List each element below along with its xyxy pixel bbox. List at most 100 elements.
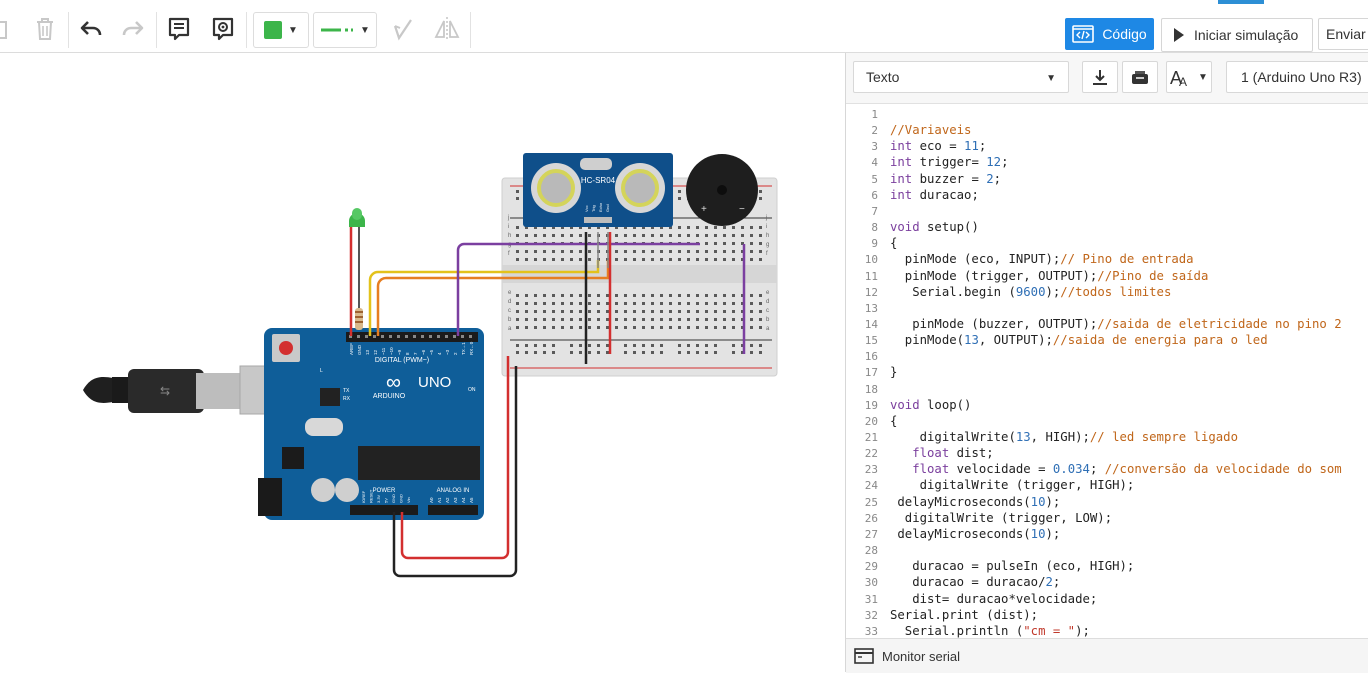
line-number: 10: [864, 253, 878, 267]
chevron-down-icon: ▼: [360, 24, 370, 36]
line-number: 16: [864, 350, 878, 364]
font-size-icon: AA: [1170, 68, 1187, 88]
buzzer[interactable]: + −: [686, 154, 758, 226]
flip-button[interactable]: [430, 10, 464, 48]
line-number: 7: [871, 204, 878, 218]
code-line: {: [890, 236, 898, 251]
rotate-button[interactable]: [386, 10, 420, 48]
pin-label: RESET: [369, 489, 374, 503]
note-eye-icon: [212, 17, 234, 41]
pin-label: Vcc: [584, 205, 589, 212]
device-select[interactable]: 1 (Arduino Uno R3): [1226, 61, 1368, 93]
line-number: 20: [864, 414, 878, 428]
download-icon: [1093, 70, 1107, 85]
resistor[interactable]: [355, 286, 363, 330]
start-simulation-button[interactable]: Iniciar simulação: [1161, 18, 1313, 52]
board-logo-infinity-icon: ∞: [386, 371, 401, 394]
pin-label: b: [766, 317, 770, 323]
download-button[interactable]: [1082, 61, 1118, 93]
pin-label: a: [766, 326, 770, 332]
pin-label: A2: [445, 497, 450, 503]
voltage-regulator: [282, 447, 304, 469]
device-value: 1 (Arduino Uno R3): [1241, 69, 1362, 85]
fill-color-select[interactable]: ▼: [253, 12, 309, 48]
code-line: float velocidade = 0.034; //conversão da…: [912, 462, 1342, 477]
wires: [368, 232, 746, 578]
code-line: pinMode (eco, INPUT);// Pino de entrada: [890, 252, 1194, 267]
code-icon: [1072, 25, 1095, 43]
trash-icon: [37, 18, 53, 40]
flip-icon: [434, 17, 460, 41]
pin-label: b: [508, 317, 512, 323]
code-mode-value: Texto: [866, 69, 900, 85]
line-number: 26: [864, 511, 878, 525]
analog-header: [428, 505, 478, 515]
usb-cable[interactable]: ⇆: [83, 365, 283, 415]
code-line: delayMicroseconds(10);: [890, 494, 1061, 509]
library-button[interactable]: [1122, 61, 1158, 93]
svg-text:A: A: [1179, 75, 1187, 88]
code-line: pinMode(13, OUTPUT);//saida de energia p…: [890, 333, 1268, 348]
digital-label: DIGITAL (PWM~): [375, 357, 429, 364]
library-icon: [1132, 71, 1148, 84]
led-label-l: L: [320, 368, 323, 374]
usb-chip: [320, 388, 340, 406]
code-line: float dist;: [912, 446, 994, 461]
code-line: }: [890, 365, 898, 380]
line-number: 3: [871, 140, 878, 154]
code-mode-select[interactable]: Texto ▼: [853, 61, 1069, 93]
circuit-diagram[interactable]: ⇆ DIGITAL (PWM~) ∞ UNO ARDUINO POWER ANA…: [0, 53, 845, 672]
pin-label: TX→1: [461, 342, 466, 355]
line-number: 6: [871, 188, 878, 202]
pin-label: 8: [405, 352, 410, 355]
code-button[interactable]: Código: [1065, 18, 1154, 50]
delete-button[interactable]: [28, 10, 62, 48]
undo-button[interactable]: [74, 10, 108, 48]
pin-label: A3: [453, 497, 458, 503]
led[interactable]: [349, 208, 365, 336]
arduino-board[interactable]: DIGITAL (PWM~) ∞ UNO ARDUINO POWER ANALO…: [258, 328, 484, 520]
notes-button[interactable]: [162, 10, 196, 48]
view-notes-button[interactable]: [206, 10, 240, 48]
toolbar-separator: [68, 12, 69, 48]
pin-label: i: [508, 224, 509, 230]
line-number: 12: [864, 285, 878, 299]
line-number: 33: [864, 624, 878, 638]
pin-label: d: [508, 299, 511, 305]
line-number: 9: [871, 237, 878, 251]
redo-button[interactable]: [116, 10, 150, 48]
plus-icon: +: [701, 204, 707, 215]
pin-label: Gnd: [605, 204, 610, 212]
pin-label: j: [765, 215, 767, 221]
line-number: 30: [864, 576, 878, 590]
toolbar-separator: [470, 12, 471, 48]
pin-label: A0: [429, 497, 434, 503]
code-line: digitalWrite (trigger, LOW);: [890, 510, 1113, 525]
send-button[interactable]: Enviar para: [1318, 18, 1368, 50]
rotate-icon: [393, 19, 412, 41]
pin-label: i: [766, 224, 767, 230]
code-line: delayMicroseconds(10);: [890, 526, 1061, 541]
pin-label: 5V: [384, 498, 389, 503]
pin-label: h: [766, 233, 769, 239]
pin-label: 12: [373, 349, 378, 355]
serial-monitor-bar[interactable]: Monitor serial: [846, 638, 1368, 673]
wire-style-select[interactable]: ▼: [313, 12, 377, 48]
svg-text:A: A: [1170, 68, 1182, 88]
toolbar-separator: [246, 12, 247, 48]
pin-label: GND: [391, 494, 396, 503]
copy-button[interactable]: [0, 10, 14, 48]
circuit-canvas[interactable]: ⇆ DIGITAL (PWM~) ∞ UNO ARDUINO POWER ANA…: [0, 53, 845, 672]
power-header: [350, 505, 418, 515]
note-icon: [168, 17, 190, 41]
pin-label: f: [508, 251, 510, 257]
line-number: 11: [864, 269, 878, 283]
wire-line-icon: [321, 28, 354, 32]
pin-label: ~6: [421, 349, 426, 355]
